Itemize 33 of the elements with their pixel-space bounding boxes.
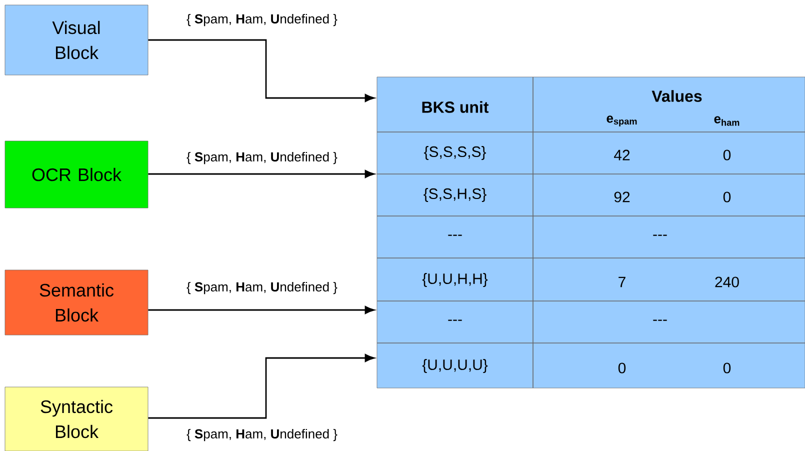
- column-header: e$_{spam}$: [606, 116, 637, 126]
- table-cell: ---: [653, 320, 667, 321]
- table-cell: ---: [653, 234, 667, 236]
- table-cell: 0: [723, 192, 731, 202]
- column-header: e$_{ham}$: [714, 116, 740, 126]
- table-cell: ---: [448, 320, 462, 321]
- arrow: [148, 354, 375, 419]
- table-cell: {S,S,S,S}: [424, 146, 486, 160]
- table-cell: {U,U,U,U}: [422, 359, 488, 373]
- table-cell: 240: [715, 276, 739, 288]
- edge-label: { Spam, Ham, Undefined }: [186, 282, 338, 294]
- column-header: Values: [652, 90, 702, 102]
- table-cell: 0: [618, 362, 626, 374]
- table-cell: {S,S,H,S}: [424, 188, 486, 202]
- arrow: [148, 170, 375, 178]
- edge-label: { Spam, Ham, Undefined }: [186, 14, 338, 26]
- column-header: BKS unit: [422, 101, 489, 113]
- block-box: Semantic Block: [4, 270, 148, 336]
- table-cell: 0: [723, 150, 731, 160]
- table-cell: 0: [723, 362, 731, 374]
- arrow: [148, 306, 375, 314]
- block-box: Visual Block: [4, 4, 148, 76]
- block-box: OCR Block: [4, 140, 148, 208]
- table-cell: 92: [614, 192, 630, 202]
- table-background: [376, 76, 805, 388]
- edge-label: { Spam, Ham, Undefined }: [186, 152, 338, 164]
- table-cell: 7: [618, 276, 626, 288]
- block-box: Syntactic Block: [4, 386, 148, 451]
- table-cell: ---: [448, 234, 462, 236]
- table-cell: {U,U,H,H}: [422, 273, 488, 287]
- table-cell: 42: [614, 150, 630, 160]
- arrow: [148, 39, 375, 102]
- edge-label: { Spam, Ham, Undefined }: [186, 428, 338, 442]
